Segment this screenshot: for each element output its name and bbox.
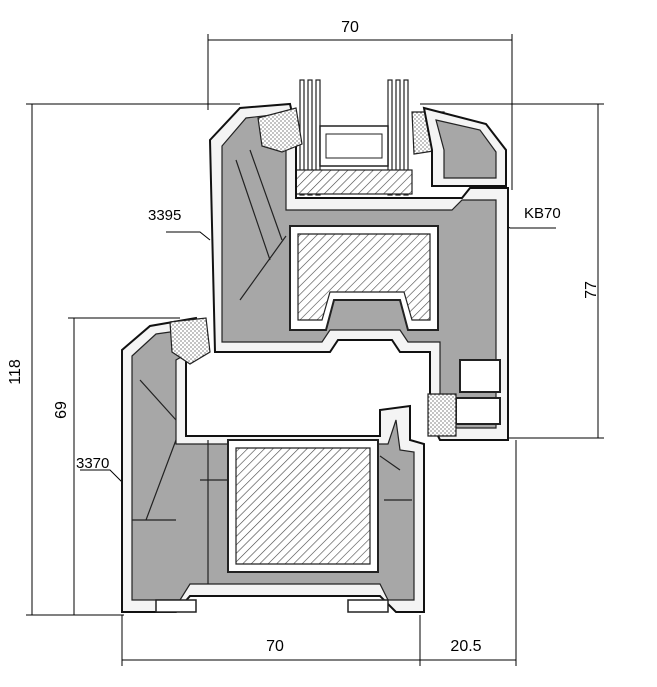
- bottom-width-label: 70: [266, 638, 284, 655]
- gasket-code-label: KB70: [524, 205, 561, 222]
- sash-height-label: 77: [583, 281, 600, 299]
- total-height-label: 118: [7, 359, 24, 385]
- frame-height-label: 69: [53, 401, 70, 419]
- bottom-right-label: 20.5: [450, 638, 481, 655]
- dimension-left-69: 69: [53, 317, 180, 615]
- sash-profile: [208, 102, 509, 441]
- glazing-unit: [295, 79, 413, 196]
- sash-profile-callout: 3395: [148, 207, 211, 241]
- frame-profile-callout: 3370: [76, 455, 123, 483]
- sash-profile-label: 3395: [148, 207, 181, 224]
- dimension-left-118: 118: [7, 103, 240, 616]
- dimension-right-77: 77: [420, 103, 604, 439]
- frame-profile-label: 3370: [76, 455, 109, 472]
- frame-profile: [121, 316, 457, 613]
- dimension-bottom-20-5: 20.5: [420, 440, 517, 666]
- dimension-bottom-70: 70: [121, 615, 421, 666]
- top-width-label: 70: [341, 19, 359, 36]
- dimension-top-70: 70: [207, 19, 513, 190]
